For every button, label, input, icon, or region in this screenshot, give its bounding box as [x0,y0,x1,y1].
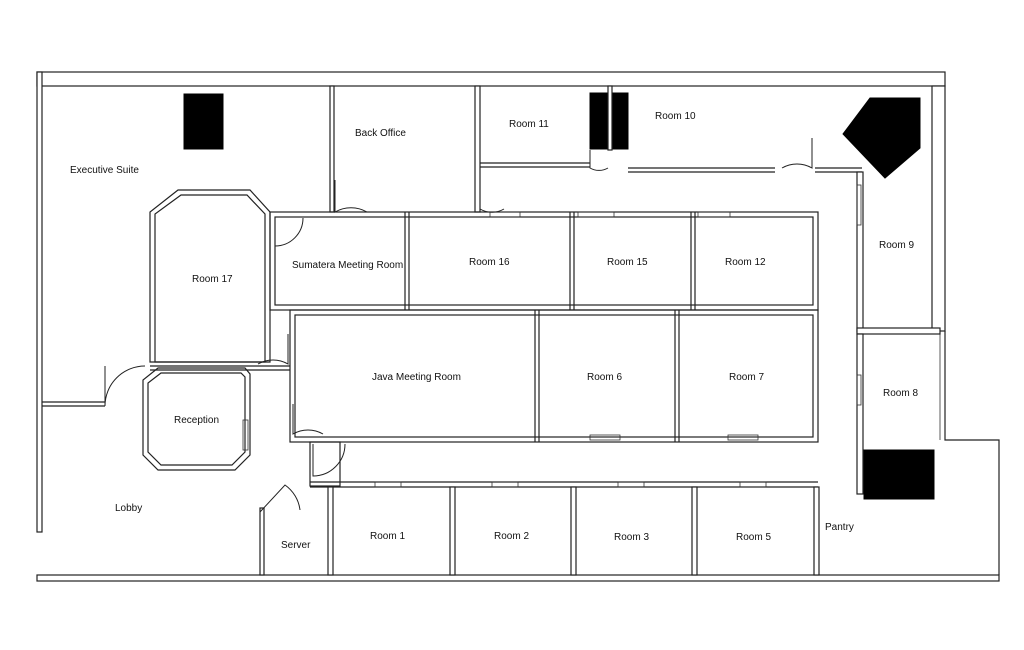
room-label-executive-suite: Executive Suite [70,165,139,176]
room-label-room-9: Room 9 [879,240,914,251]
columns [183,92,935,500]
room-label-sumatera: Sumatera Meeting Room [292,260,403,271]
room-label-room-6: Room 6 [587,372,622,383]
room-label-room-11: Room 11 [509,119,549,130]
door [589,150,609,171]
room-label-room-16: Room 16 [469,257,510,268]
column [183,93,224,150]
room-label-reception: Reception [174,415,219,426]
room-label-room-1: Room 1 [370,531,405,542]
room-label-room-15: Room 15 [607,257,648,268]
middle-room-block [289,309,819,443]
reception-walls [142,367,251,471]
room-label-room-12: Room 12 [725,257,766,268]
room-label-room-7: Room 7 [729,372,764,383]
room-label-pantry: Pantry [825,522,854,533]
room-17-walls [149,189,290,371]
room-label-room-3: Room 3 [614,532,649,543]
room-label-back-office: Back Office [355,128,406,139]
room-label-server: Server [281,540,311,551]
room-label-lobby: Lobby [115,503,142,514]
door [274,217,304,247]
room-label-java: Java Meeting Room [372,372,461,383]
column [842,97,921,179]
room-label-room-5: Room 5 [736,532,771,543]
column [863,449,935,500]
door [104,365,146,407]
door [334,180,368,213]
room-label-room-8: Room 8 [883,388,918,399]
door [479,185,505,213]
door [292,404,324,435]
outer-walls [36,71,1000,582]
room-labels: Executive Suite Back Office Room 11 Room… [70,111,918,551]
door [781,138,813,169]
door [257,334,289,365]
door [312,443,346,477]
room-label-room-2: Room 2 [494,531,529,542]
door [259,484,301,513]
upper-right-partitions [480,85,941,495]
lower-room-block [259,441,820,576]
room-label-room-17: Room 17 [192,274,233,285]
upper-left-partitions [42,85,481,407]
room-label-room-10: Room 10 [655,111,696,122]
doors [104,138,813,513]
